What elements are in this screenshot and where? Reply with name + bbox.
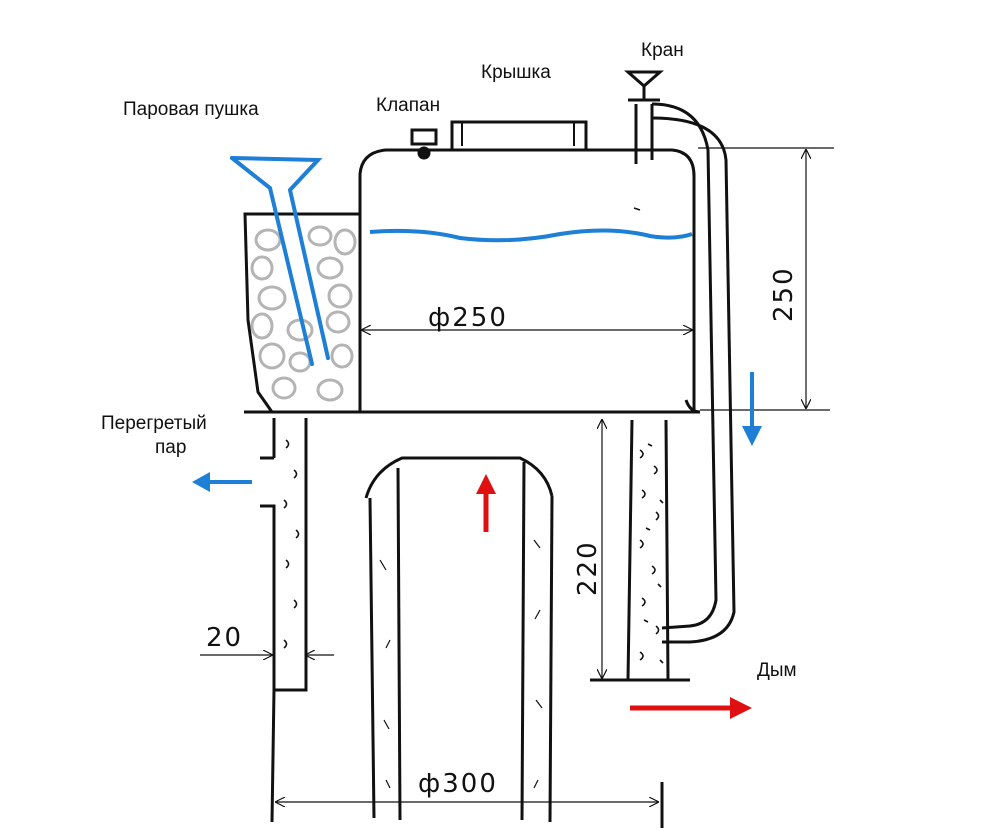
label-valve: Клапан: [376, 95, 441, 116]
steam-gun: [230, 156, 330, 366]
dim-wall-thickness-text: 20: [206, 623, 243, 653]
dim-base-diameter: [276, 782, 664, 828]
water-down-arrow: [742, 372, 762, 446]
valve: [410, 128, 438, 160]
label-smoke: Дым: [757, 660, 797, 681]
firebox-texture: [379, 539, 543, 789]
dim-tank-height-text: 250: [769, 266, 799, 322]
hot-air-up-arrow: [476, 474, 496, 532]
dim-tank-height: [698, 147, 834, 411]
dim-base-diameter-text: ф300: [418, 769, 498, 799]
label-tap: Кран: [641, 40, 684, 61]
label-lid: Крышка: [481, 62, 551, 83]
tap: [624, 70, 664, 164]
left-wall: [260, 418, 308, 823]
dim-chimney-height-text: 220: [573, 540, 603, 596]
lid: [450, 120, 588, 150]
smoke-out-arrow: [630, 697, 752, 719]
water-level: [369, 228, 693, 243]
left-wall-texture: [283, 439, 300, 649]
label-superheated-steam-2: пар: [155, 437, 187, 458]
label-steam-gun: Паровая пушка: [123, 99, 259, 120]
return-pipe: [651, 102, 736, 644]
chimney-texture: [639, 443, 664, 664]
firebox: [364, 456, 554, 823]
dim-tank-diameter-text: ф250: [428, 303, 508, 333]
steam-out-arrow: [192, 472, 252, 492]
label-superheated-steam-1: Перегретый: [101, 413, 207, 434]
water-tank: [244, 148, 701, 414]
chimney: [590, 419, 690, 682]
